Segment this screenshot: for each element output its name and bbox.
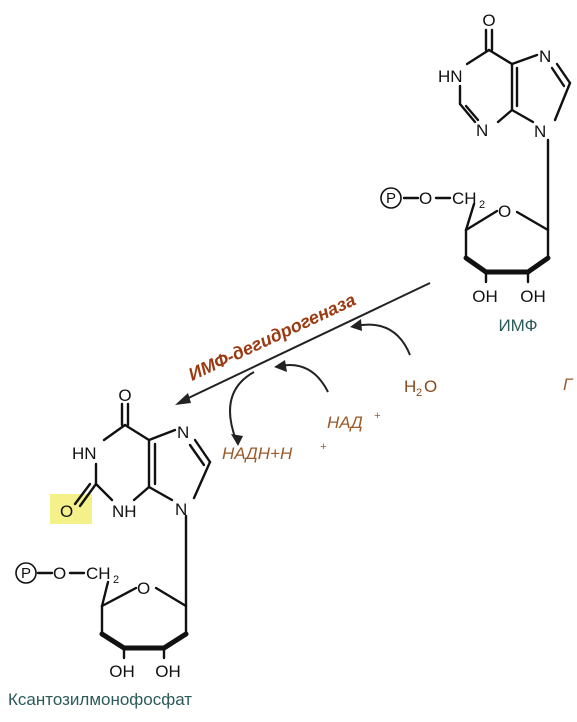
imp-n9: N bbox=[534, 122, 546, 141]
water-o: O bbox=[424, 377, 437, 396]
enzyme-label: ИМФ-дегидрогеназа bbox=[185, 290, 358, 385]
main-reaction-arrow bbox=[179, 282, 431, 403]
main-arrowhead bbox=[175, 393, 191, 405]
nad-text: НАД bbox=[327, 413, 363, 432]
xmp-purine-bonds bbox=[73, 402, 212, 608]
xmp-molecule: O HN O NH N N O OH OH O CH 2 P bbox=[15, 386, 212, 681]
water-label: H 2 O bbox=[404, 377, 437, 399]
water-h: H bbox=[404, 377, 416, 396]
xmp-n7: N bbox=[177, 423, 189, 442]
imp-3-oh: OH bbox=[520, 287, 546, 306]
xmp-phosphate-icon bbox=[15, 562, 37, 584]
nadh-superscript: + bbox=[320, 441, 327, 453]
imp-carbonyl-o: O bbox=[482, 11, 495, 30]
nad-arrowhead bbox=[274, 360, 287, 372]
xmp-ch2: CH bbox=[86, 564, 111, 583]
imp-n7: N bbox=[539, 47, 551, 66]
xmp-ch2-subscript: 2 bbox=[113, 574, 119, 586]
reaction-arrows bbox=[175, 282, 431, 446]
xmp-n1h: HN bbox=[72, 444, 97, 463]
imp-n1h: HN bbox=[438, 67, 463, 86]
water-subscript: 2 bbox=[416, 387, 422, 399]
imp-phosphate-icon bbox=[380, 187, 402, 209]
xmp-n3h: NH bbox=[112, 502, 137, 521]
imp-purine-bonds bbox=[458, 28, 572, 232]
water-curved-arrow bbox=[354, 323, 411, 356]
nadh-arrowhead bbox=[231, 434, 243, 446]
xmp-phosphate-p: P bbox=[21, 565, 31, 582]
imp-n3: N bbox=[476, 121, 488, 140]
nad-curved-arrow bbox=[279, 364, 329, 393]
xmp-carbonyl-o: O bbox=[118, 386, 131, 405]
nad-label: НАД + bbox=[327, 410, 381, 432]
imp-ch2: CH bbox=[452, 189, 477, 208]
imp-ring-o: O bbox=[498, 202, 511, 221]
xmp-3-oh: OH bbox=[155, 662, 181, 681]
xmp-c2-oxygen: O bbox=[60, 502, 73, 521]
imp-molecule: O HN N N N O OH OH O CH 2 P bbox=[380, 11, 572, 306]
nadh-text: НАДН+Н bbox=[222, 444, 293, 463]
product-label: Ксантозилмонофосфат bbox=[8, 690, 192, 709]
nadh-curved-arrow bbox=[229, 371, 255, 441]
water-arrowhead bbox=[350, 319, 362, 331]
imp-phosphate-p: P bbox=[386, 190, 396, 207]
xmp-bridge-o: O bbox=[53, 564, 66, 583]
xmp-ring-o: O bbox=[137, 579, 150, 598]
imp-bridge-o: O bbox=[419, 189, 432, 208]
imp-ribose-bonds bbox=[402, 196, 551, 284]
nadh-label: НАДН+Н + bbox=[222, 441, 327, 463]
xmp-ribose-bonds bbox=[36, 571, 189, 660]
imp-ch2-subscript: 2 bbox=[479, 199, 485, 211]
substrate-label: ИМФ bbox=[498, 316, 537, 335]
edge-fragment-label: Г bbox=[563, 375, 574, 394]
xmp-n9: N bbox=[175, 500, 187, 519]
imp-2-oh: OH bbox=[472, 287, 498, 306]
nad-superscript: + bbox=[374, 410, 381, 422]
xmp-2-oh: OH bbox=[109, 662, 135, 681]
